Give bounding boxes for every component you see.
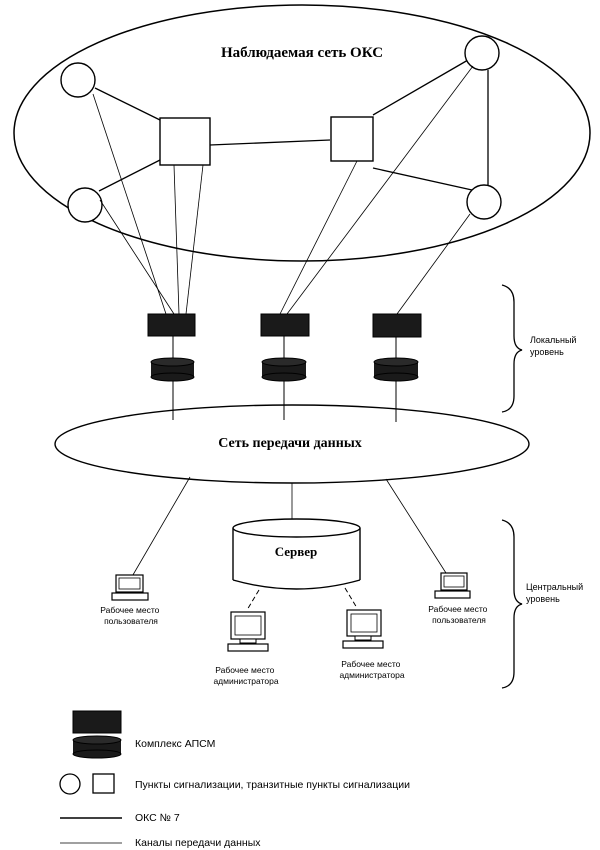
observed-network-ellipse bbox=[13, 4, 591, 262]
central-level-brace bbox=[501, 519, 523, 689]
keyboard-icon bbox=[227, 643, 269, 652]
legend-apsm-label: Комплекс АПСМ bbox=[135, 738, 215, 750]
workstation-user-right: Рабочее место пользователя bbox=[428, 572, 490, 625]
workstation-admin-right: Рабочее место администратора bbox=[339, 609, 405, 680]
central-level-label: Центральный уровень bbox=[526, 582, 586, 604]
server-label: Сервер bbox=[275, 544, 318, 559]
apsm-complex-left bbox=[147, 313, 196, 420]
signaling-point-circle bbox=[60, 62, 96, 98]
observed-network-title: Наблюдаемая сеть ОКС bbox=[221, 45, 383, 61]
legend-points-label: Пункты сигнализации, транзитные пункты с… bbox=[135, 779, 410, 791]
signaling-point-circle bbox=[464, 35, 500, 71]
legend-apsm-device bbox=[72, 710, 122, 734]
data-network-title: Сеть передачи данных bbox=[218, 436, 362, 451]
legend: Комплекс АПСМ Пункты сигнализации, транз… bbox=[59, 710, 410, 849]
workstation-user-left: Рабочее место пользователя bbox=[100, 574, 162, 626]
apsm-device bbox=[147, 313, 196, 337]
workstation-label: Рабочее место пользователя bbox=[428, 604, 490, 625]
workstation-admin-left: Рабочее место администратора bbox=[213, 611, 279, 686]
local-level-brace bbox=[501, 284, 523, 413]
workstation-label: Рабочее место администратора bbox=[339, 659, 404, 680]
legend-apsm-storage-top bbox=[72, 735, 122, 745]
server: Сервер bbox=[232, 518, 361, 590]
server-bottom bbox=[232, 579, 361, 590]
apsm-storage-top bbox=[373, 357, 419, 367]
data-channels-to-complexes bbox=[92, 65, 474, 315]
workstation-label: Рабочее место администратора bbox=[213, 665, 278, 686]
apsm-storage-bottom bbox=[373, 372, 419, 382]
workstation-label: Рабочее место пользователя bbox=[100, 605, 162, 626]
legend-square-icon bbox=[92, 773, 115, 794]
apsm-storage-bottom bbox=[261, 372, 307, 382]
transit-point-square bbox=[330, 116, 374, 162]
keyboard-icon bbox=[434, 590, 471, 599]
signaling-point-circle bbox=[466, 184, 502, 220]
signaling-point-circle bbox=[67, 187, 103, 223]
apsm-storage-top bbox=[261, 357, 307, 367]
apsm-complex-right bbox=[372, 313, 422, 422]
keyboard-icon bbox=[342, 640, 384, 649]
admin-links bbox=[246, 587, 358, 611]
legend-apsm-storage-bottom bbox=[72, 749, 122, 759]
legend-channels-label: Каналы передачи данных bbox=[135, 837, 261, 849]
apsm-device bbox=[260, 313, 310, 337]
apsm-storage-top bbox=[150, 357, 195, 367]
keyboard-icon bbox=[111, 592, 149, 601]
apsm-complex-middle bbox=[260, 313, 310, 420]
oks7-links bbox=[94, 59, 489, 192]
apsm-storage-bottom bbox=[150, 372, 195, 382]
server-top bbox=[232, 518, 361, 538]
local-level-label: Локальный уровень bbox=[530, 335, 579, 357]
central-level-links bbox=[129, 476, 447, 581]
legend-oks7-label: ОКС № 7 bbox=[135, 812, 180, 824]
legend-circle-icon bbox=[59, 773, 81, 795]
apsm-device bbox=[372, 313, 422, 338]
transit-point-square bbox=[159, 117, 211, 166]
